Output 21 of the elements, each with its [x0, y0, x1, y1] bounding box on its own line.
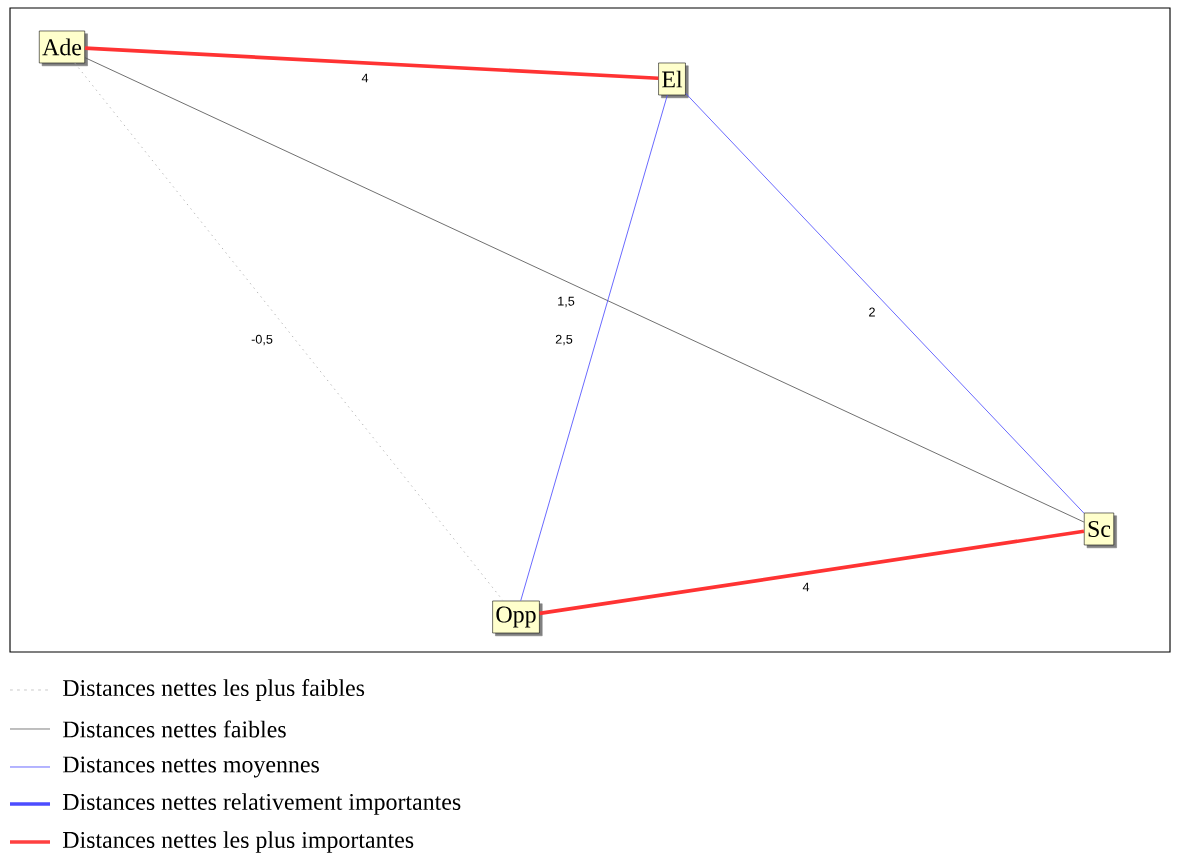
actor-box: El: [658, 62, 689, 99]
edge-label: 2,5: [553, 333, 575, 347]
connector-line: [84, 57, 1085, 523]
actor-box: Ade: [39, 30, 88, 67]
legend-text: Distances nettes moyennes: [62, 756, 319, 778]
actor-box: Opp: [492, 600, 543, 637]
legend-text: Distances nettes les plus importantes: [62, 831, 414, 853]
legend-text: Distances nettes faibles: [62, 720, 286, 738]
connector-line: [520, 94, 668, 602]
legend-text: Distances nettes relativement importantes: [62, 793, 461, 815]
edge-label: 4: [360, 72, 370, 84]
actor-box: Sc: [1083, 512, 1117, 549]
edge-label: 4: [801, 581, 811, 593]
connector-line: [685, 93, 1085, 514]
edge-label: -0,5: [249, 333, 275, 347]
connector-line: [84, 46, 659, 81]
legend-text: Distances nettes les plus faibles: [62, 679, 365, 701]
edge-label: 2: [867, 306, 877, 318]
connector-line: [74, 62, 504, 602]
edge-label: 1,5: [555, 295, 577, 309]
connector-line: [539, 529, 1085, 616]
